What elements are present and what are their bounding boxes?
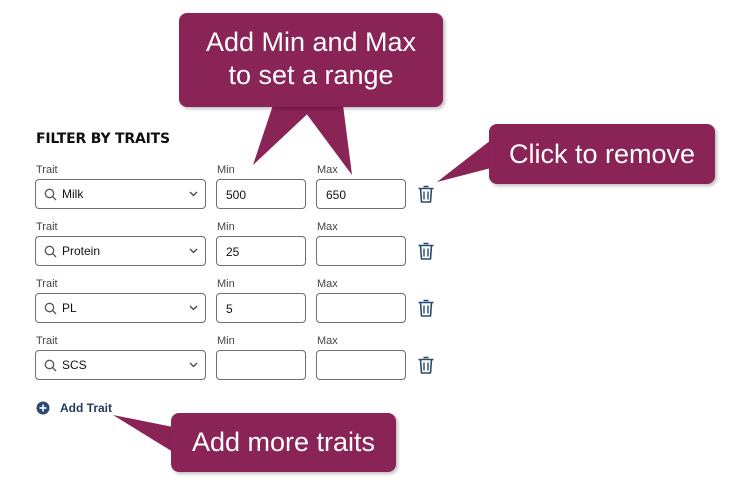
min-label: Min <box>217 164 235 176</box>
search-icon <box>44 245 57 258</box>
max-input[interactable] <box>316 293 406 323</box>
trait-select[interactable]: PL <box>35 293 206 323</box>
add-trait-button[interactable]: Add Trait <box>36 401 112 415</box>
min-input[interactable] <box>216 350 306 380</box>
trash-icon[interactable] <box>417 241 435 261</box>
trait-label: Trait <box>36 335 58 347</box>
min-label: Min <box>217 221 235 233</box>
callout-more: Add more traits <box>171 413 396 472</box>
search-icon <box>44 359 57 372</box>
max-input[interactable] <box>316 350 406 380</box>
plus-circle-icon <box>36 401 50 415</box>
max-input[interactable]: 650 <box>316 179 406 209</box>
trash-icon[interactable] <box>417 184 435 204</box>
trash-icon[interactable] <box>417 355 435 375</box>
trait-row: Trait Min Max SCS <box>0 335 732 391</box>
callout-range: Add Min and Max to set a range <box>179 13 443 107</box>
trait-select-value: SCS <box>62 358 87 372</box>
max-label: Max <box>317 335 338 347</box>
chevron-down-icon <box>189 362 198 368</box>
trait-label: Trait <box>36 164 58 176</box>
trait-select-value: Milk <box>62 187 84 201</box>
search-icon <box>44 188 57 201</box>
trait-select[interactable]: Milk <box>35 179 206 209</box>
callout-remove: Click to remove <box>489 124 715 184</box>
section-title: FILTER BY TRAITS <box>36 131 170 147</box>
min-input[interactable]: 5 <box>216 293 306 323</box>
min-input[interactable]: 500 <box>216 179 306 209</box>
min-label: Min <box>217 335 235 347</box>
search-icon <box>44 302 57 315</box>
max-label: Max <box>317 164 338 176</box>
chevron-down-icon <box>189 248 198 254</box>
range-pointer-left <box>253 105 317 165</box>
max-label: Max <box>317 278 338 290</box>
add-trait-label: Add Trait <box>60 401 113 415</box>
trait-label: Trait <box>36 278 58 290</box>
callout-range-line1: Add Min and Max <box>205 27 417 57</box>
trait-label: Trait <box>36 221 58 233</box>
trait-select[interactable]: Protein <box>35 236 206 266</box>
min-input[interactable]: 25 <box>216 236 306 266</box>
min-label: Min <box>217 278 235 290</box>
max-input[interactable] <box>316 236 406 266</box>
max-label: Max <box>317 221 338 233</box>
more-pointer <box>113 415 173 452</box>
trait-row: Trait Min Max PL 5 <box>0 278 732 334</box>
trait-select-value: PL <box>62 301 77 315</box>
chevron-down-icon <box>189 305 198 311</box>
callout-range-line2: to set a range <box>228 60 394 90</box>
chevron-down-icon <box>189 191 198 197</box>
trait-select[interactable]: SCS <box>35 350 206 380</box>
trait-select-value: Protein <box>62 244 101 258</box>
trash-icon[interactable] <box>417 298 435 318</box>
trait-row: Trait Min Max Protein 25 <box>0 221 732 277</box>
